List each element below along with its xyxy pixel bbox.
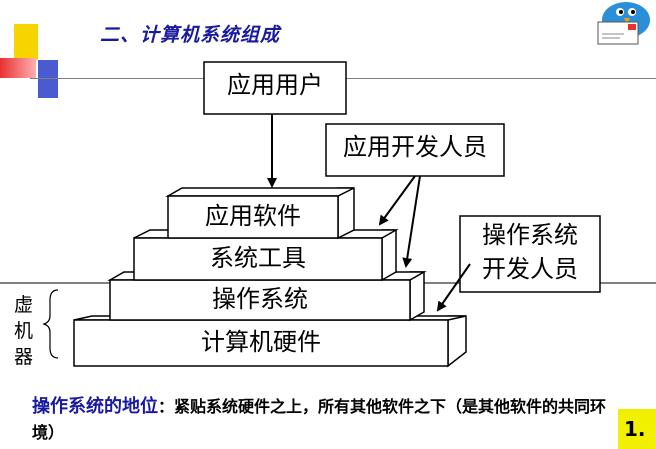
app-user-box [203,61,347,115]
arrow-appdev-to-app [378,175,416,226]
decor-yellow-square [14,24,38,60]
virtual-machine-char-2: 机 [14,320,34,342]
hardware-block [73,315,467,368]
os-developer-label-line1: 操作系统 [482,221,578,249]
layer-app-software: 应用软件 [205,202,301,230]
app-software-block [165,187,355,240]
arrow-appdev-to-tools [402,175,421,268]
decor-blue-square [38,60,58,98]
page-number-badge: 1. [618,409,656,449]
layer-hardware: 计算机硬件 [201,328,321,356]
page-title: 二、计算机系统组成 [100,24,281,46]
app-developer-box [325,123,505,177]
virtual-machine-char-1: 虚 [14,294,34,316]
footer-text: 紧贴系统硬件之上，所有其他软件之下（是其他软件的共同环境） [32,397,607,442]
virtual-machine-char-3: 器 [14,346,34,368]
layer-system-tools: 系统工具 [210,244,306,272]
decor-red-square [0,58,36,78]
layer-os: 操作系统 [212,285,308,313]
virtual-machine-brace [42,289,59,359]
arrow-osdev-to-os [436,263,471,312]
app-user-label: 应用用户 [227,71,323,99]
os-developer-box [459,215,601,293]
bird-mascot-icon [597,2,650,45]
footer-heading: 操作系统的地位 [32,396,158,417]
footer-colon: ： [158,397,175,416]
os-developer-label-line2: 开发人员 [482,255,578,283]
app-developer-label: 应用开发人员 [343,133,487,161]
footer-note: 操作系统的地位：紧贴系统硬件之上，所有其他软件之下（是其他软件的共同环境） [32,394,612,446]
